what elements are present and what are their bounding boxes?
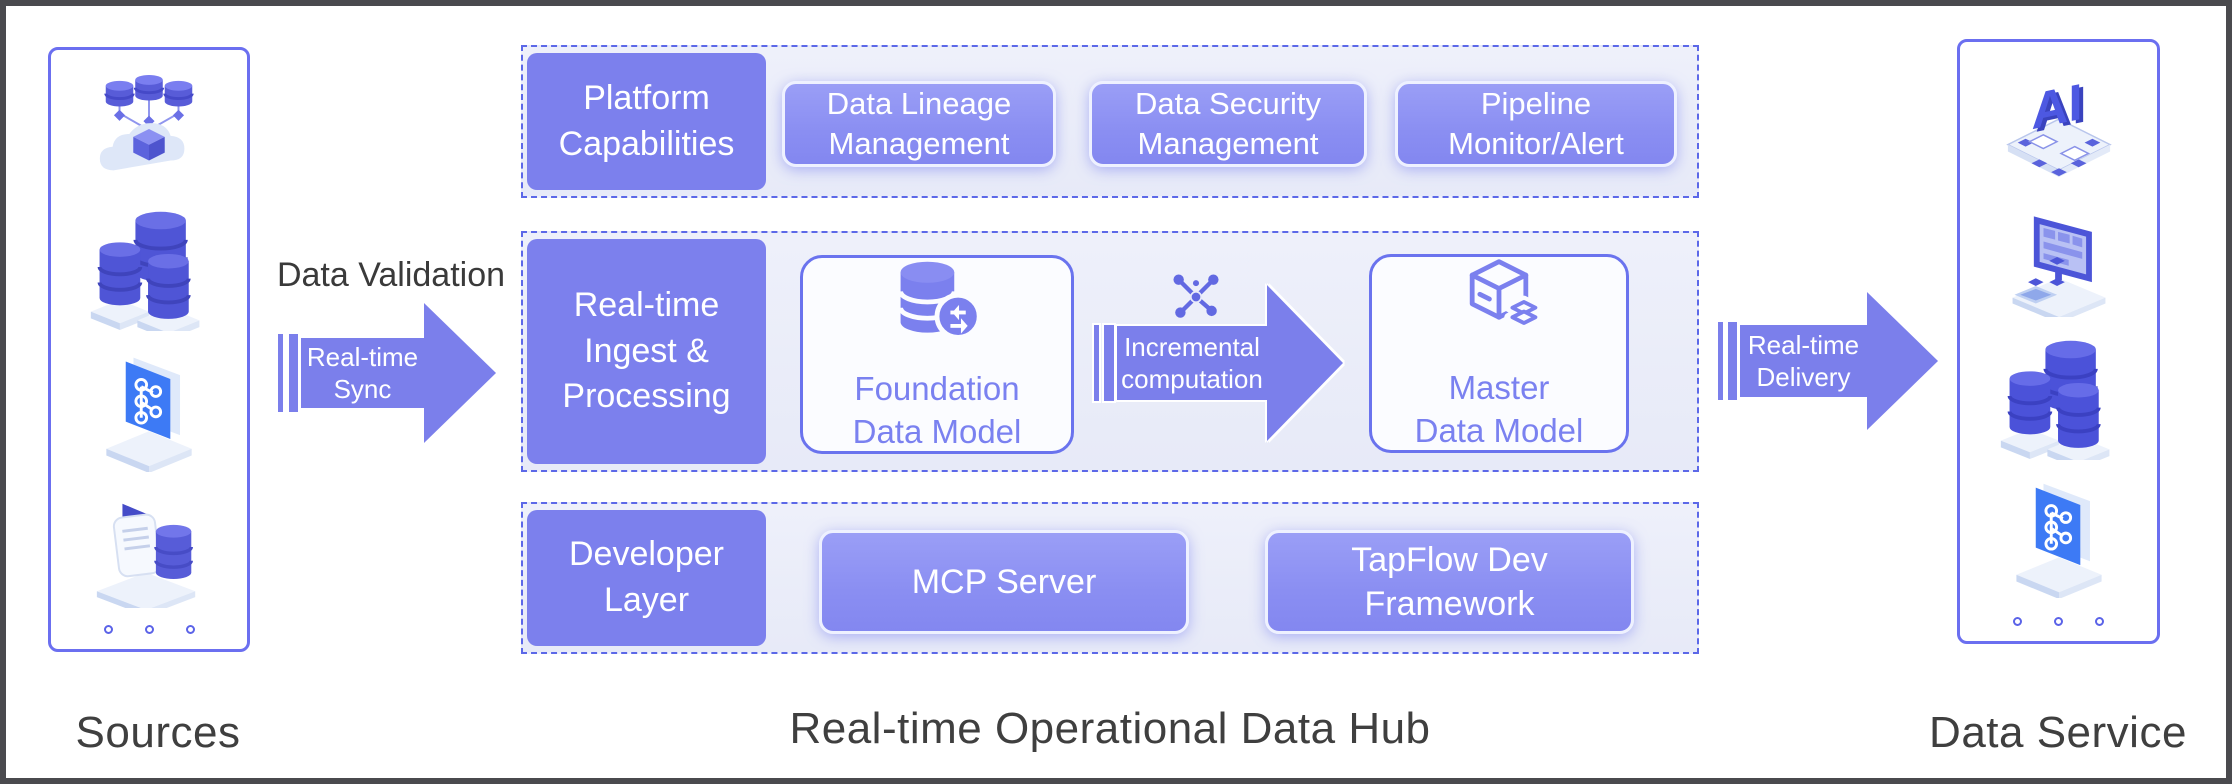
ai-chip-icon: AI AI	[2000, 66, 2118, 180]
developer-layer-header: Developer Layer	[527, 510, 766, 646]
arrow-tail-bar	[1728, 322, 1737, 400]
dot	[2095, 616, 2104, 626]
dot	[2054, 616, 2063, 626]
arrow-label-line: Real-time	[306, 341, 419, 372]
arrow-tail-bar	[1718, 322, 1723, 400]
foundation-label-line: Data Model	[852, 412, 1022, 450]
realtime-ingest-header: Real-time Ingest & Processing	[527, 239, 766, 464]
database-cluster-icon	[2000, 334, 2118, 460]
dot	[103, 624, 113, 634]
arrow-head	[1867, 292, 1938, 430]
arrow-label-line: computation	[1121, 364, 1263, 394]
data-service-panel: AI AI	[1957, 39, 2160, 644]
arrow-head	[1267, 285, 1343, 441]
sources-panel	[48, 47, 250, 652]
arrow-label-line: Delivery	[1756, 362, 1851, 392]
data-validation-label: Data Validation	[276, 256, 506, 294]
svg-text:AI: AI	[2035, 75, 2086, 143]
platform-capabilities-row: Platform Capabilities Data Lineage Manag…	[521, 45, 1699, 198]
foundation-data-model-box: Foundation Data Model	[800, 255, 1074, 454]
platform-capabilities-header: Platform Capabilities	[527, 53, 766, 190]
cube-layers-icon	[1449, 254, 1549, 357]
tapflow-dev-framework-box: TapFlow Dev Framework	[1265, 530, 1634, 634]
arrow-head	[424, 303, 496, 443]
data-service-label: Data Service	[1929, 708, 2187, 757]
arrow-label-line: Sync	[333, 374, 392, 404]
arrow-body: Real-time Sync	[301, 338, 424, 408]
dot	[2013, 616, 2022, 626]
dot	[185, 624, 195, 634]
database-cluster-icon	[90, 205, 208, 331]
realtime-delivery-arrow: Real-time Delivery	[1718, 292, 1938, 430]
foundation-label-line: Foundation	[854, 370, 1020, 408]
database-sync-icon	[885, 255, 989, 358]
mcp-server-box: MCP Server	[819, 530, 1189, 634]
hub-title: Real-time Operational Data Hub	[789, 704, 1431, 753]
master-label-line: Master	[1448, 369, 1550, 407]
pagination-dots	[103, 623, 195, 635]
realtime-ingest-row: Real-time Ingest & Processing Foundation…	[521, 231, 1699, 472]
document-database-icon	[89, 486, 209, 609]
arrow-tail-bar	[1104, 325, 1114, 401]
pagination-dots	[2013, 615, 2104, 627]
kafka-board-icon	[90, 346, 208, 472]
molecule-network-icon	[1168, 271, 1224, 328]
svg-text:AI: AI	[2031, 72, 2082, 140]
incremental-computation-arrow: Incremental computation	[1094, 285, 1343, 441]
pipeline-monitor-alert-box: Pipeline Monitor/Alert	[1395, 81, 1677, 167]
arrow-tail-bar	[278, 334, 283, 412]
master-data-model-box: Master Data Model	[1369, 254, 1629, 453]
developer-layer-row: Developer Layer MCP Server TapFlow Dev F…	[521, 502, 1699, 654]
data-security-management-box: Data Security Management	[1089, 81, 1367, 167]
arrow-tail-bar	[289, 334, 298, 412]
realtime-sync-arrow: Real-time Sync	[278, 303, 496, 443]
arrow-label-line: Incremental	[1124, 331, 1260, 362]
arrow-label-line: Real-time	[1747, 329, 1860, 360]
arrow-body: Incremental computation	[1117, 326, 1267, 400]
master-label-line: Data Model	[1414, 411, 1584, 449]
dashboard-monitor-icon	[2000, 197, 2118, 317]
data-lineage-management-box: Data Lineage Management	[782, 81, 1056, 167]
dot	[144, 624, 154, 634]
sources-label: Sources	[75, 708, 241, 757]
cloud-databases-icon	[90, 74, 208, 190]
kafka-board-icon	[2000, 476, 2118, 599]
arrow-tail-bar	[1094, 325, 1099, 401]
arrow-body: Real-time Delivery	[1740, 325, 1867, 397]
